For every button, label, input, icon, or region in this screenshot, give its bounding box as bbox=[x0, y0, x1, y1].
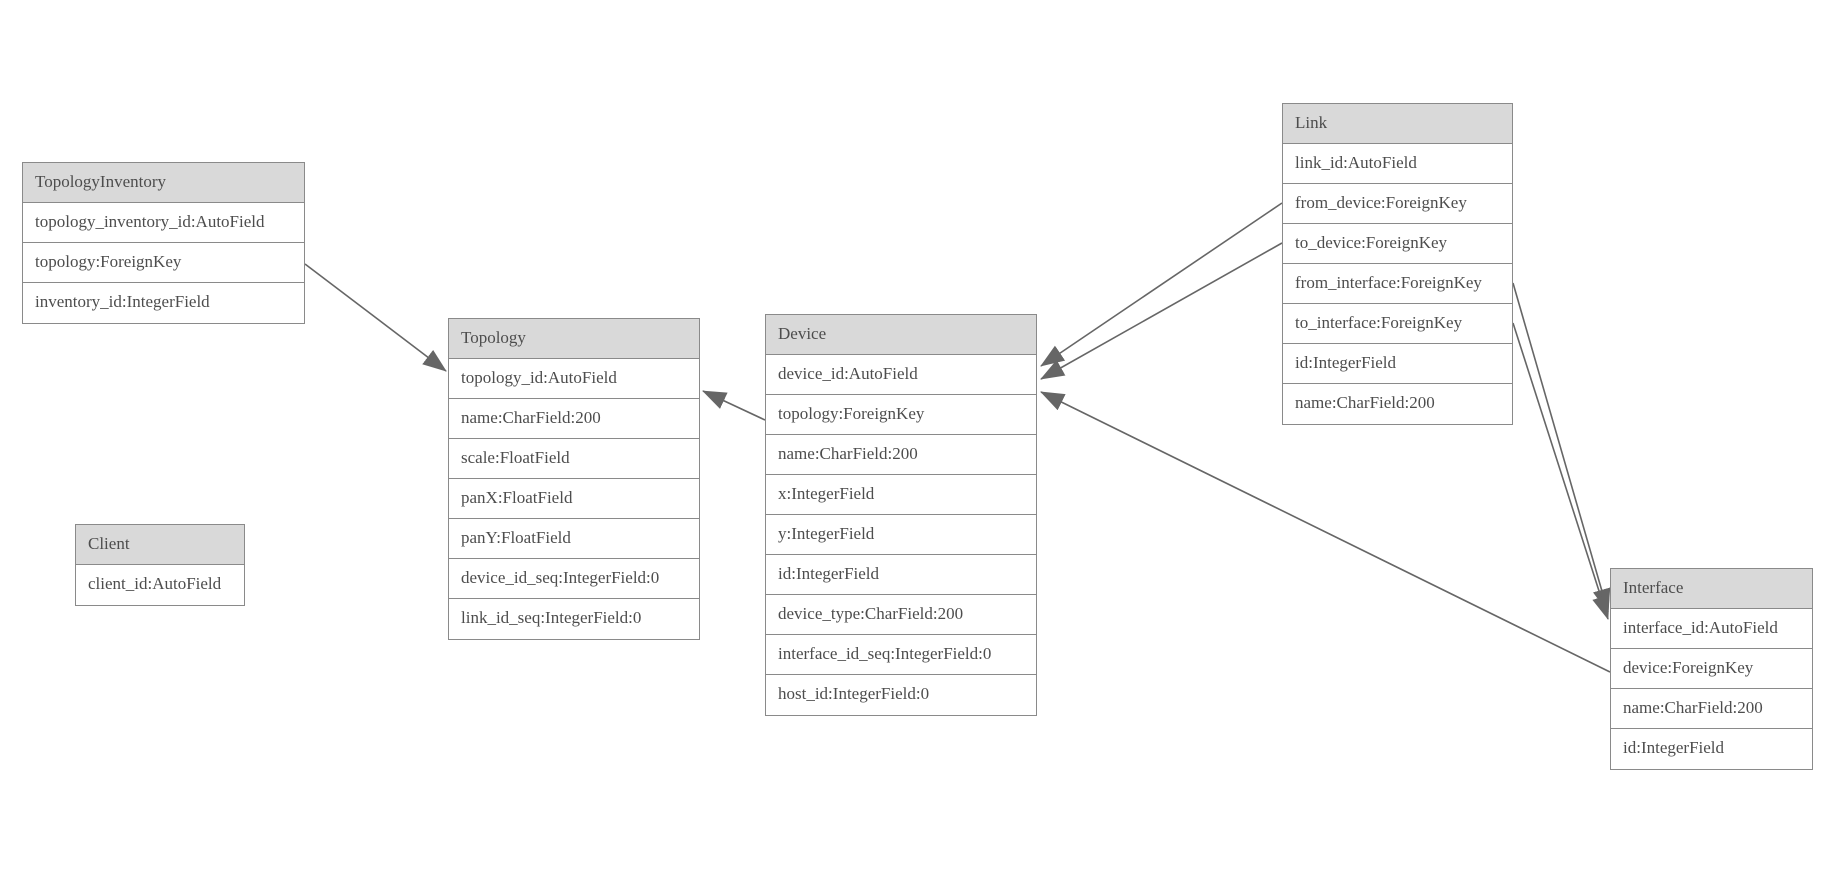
entity-field: device_type:CharField:200 bbox=[766, 595, 1036, 635]
entity-field: id:IntegerField bbox=[1283, 344, 1512, 384]
entity-field: name:CharField:200 bbox=[1283, 384, 1512, 424]
entity-field: topology:ForeignKey bbox=[766, 395, 1036, 435]
entity-field: to_device:ForeignKey bbox=[1283, 224, 1512, 264]
entity-field: from_interface:ForeignKey bbox=[1283, 264, 1512, 304]
entity-field: id:IntegerField bbox=[1611, 729, 1812, 769]
connector-Link.to_interface-to-Interface bbox=[1512, 322, 1610, 620]
entity-field: device:ForeignKey bbox=[1611, 649, 1812, 689]
entity-title: Device bbox=[766, 315, 1036, 355]
entity-field: interface_id_seq:IntegerField:0 bbox=[766, 635, 1036, 675]
entity-field: device_id_seq:IntegerField:0 bbox=[449, 559, 699, 599]
entity-field: name:CharField:200 bbox=[766, 435, 1036, 475]
entity-field: topology:ForeignKey bbox=[23, 243, 304, 283]
connector-Device.topology-to-Topology bbox=[702, 390, 766, 421]
entity-field: link_id_seq:IntegerField:0 bbox=[449, 599, 699, 639]
connector-Interface.device-to-Device bbox=[1040, 391, 1611, 673]
entity-field: host_id:IntegerField:0 bbox=[766, 675, 1036, 715]
connector-Link.from_interface-to-Interface bbox=[1512, 282, 1611, 613]
entity-field: topology_id:AutoField bbox=[449, 359, 699, 399]
entity-field: y:IntegerField bbox=[766, 515, 1036, 555]
entity-field: client_id:AutoField bbox=[76, 565, 244, 605]
connector-TopologyInventory.topology-to-Topology bbox=[304, 263, 447, 372]
entity-title: TopologyInventory bbox=[23, 163, 304, 203]
entity-field: to_interface:ForeignKey bbox=[1283, 304, 1512, 344]
entity-field: scale:FloatField bbox=[449, 439, 699, 479]
entity-title: Interface bbox=[1611, 569, 1812, 609]
entity-field: device_id:AutoField bbox=[766, 355, 1036, 395]
entity-field: x:IntegerField bbox=[766, 475, 1036, 515]
entity-field: id:IntegerField bbox=[766, 555, 1036, 595]
entity-field: name:CharField:200 bbox=[1611, 689, 1812, 729]
connector-Link.from_device-to-Device bbox=[1040, 202, 1283, 367]
entity-field: panX:FloatField bbox=[449, 479, 699, 519]
entity-title: Client bbox=[76, 525, 244, 565]
entity-title: Link bbox=[1283, 104, 1512, 144]
entity-field: topology_inventory_id:AutoField bbox=[23, 203, 304, 243]
entity-field: interface_id:AutoField bbox=[1611, 609, 1812, 649]
entity-field: name:CharField:200 bbox=[449, 399, 699, 439]
entity-field: from_device:ForeignKey bbox=[1283, 184, 1512, 224]
entity-field: link_id:AutoField bbox=[1283, 144, 1512, 184]
entity-field: panY:FloatField bbox=[449, 519, 699, 559]
connector-Link.to_device-to-Device bbox=[1040, 242, 1283, 380]
entity-title: Topology bbox=[449, 319, 699, 359]
entity-field: inventory_id:IntegerField bbox=[23, 283, 304, 323]
